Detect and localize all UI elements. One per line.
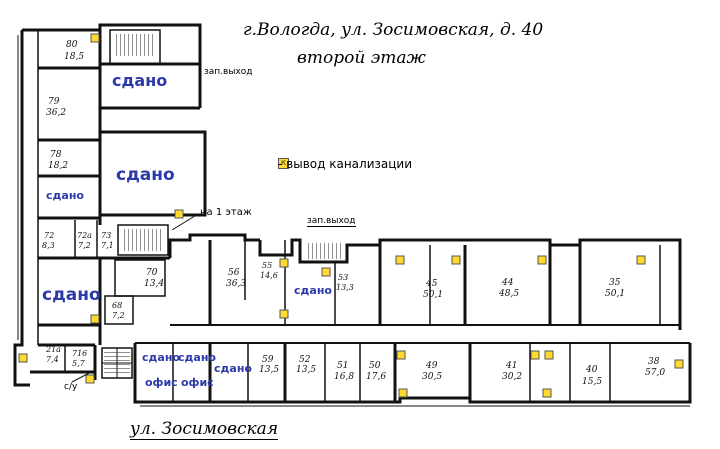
sewer-marker [636,255,646,265]
sewer-marker [542,388,552,398]
room-number: 44 [501,278,514,288]
room-area: 7,2 [78,241,91,250]
room-area: 18,2 [48,161,68,171]
room-area: 13,3 [336,283,354,292]
sewer-marker [174,209,184,219]
room-area: 13,5 [296,365,316,375]
stairs-pointer [171,213,199,231]
sewer-marker [398,388,408,398]
room-number: 49 [425,361,438,371]
room-number: 50 [369,361,381,371]
room-area: 5,7 [72,359,86,368]
legend-text: - вывод канализации [278,156,412,171]
stairwell-exit [305,243,341,259]
sewer-marker [451,255,461,265]
emergency-exit-label: зап.выход [307,216,356,227]
room-area: 36,2 [46,108,66,118]
sewer-markers [18,33,684,398]
room-area: 13,4 [144,279,164,289]
room-number: 21а [45,345,61,354]
room-area: 13,5 [259,365,279,375]
stairwell-top [115,34,155,56]
sewer-marker-icon: К [278,158,289,169]
sewer-marker [396,350,406,360]
stairwell-middle [124,229,164,251]
room-number: 53 [338,273,348,282]
room-area: 14,6 [260,271,278,280]
room-number: 52 [299,355,311,365]
rented-label: сдано [214,362,252,375]
facade-windows [17,35,690,407]
room-number: 72а [77,231,92,240]
room-area: 30,2 [502,372,522,382]
room-number: 45 [425,279,438,289]
room-number: 59 [262,355,274,365]
room-number: 70 [146,268,158,278]
sewer-marker [395,255,405,265]
sewer-marker [321,267,331,277]
emergency-exit-label: зап.выход [204,67,253,77]
stairwell-lower [104,350,130,376]
room-number: 78 [50,150,62,160]
walls-left-wing [13,23,207,387]
rented-label: сдано [116,165,175,185]
wc-pointer [71,369,96,383]
legend: К - вывод канализации [278,157,412,171]
room-area: 30,5 [422,372,442,382]
room-area: 8,3 [42,241,55,250]
room-area: 50,1 [423,290,443,300]
sewer-marker [85,374,95,384]
room-number: 35 [609,278,621,288]
room-area: 16,8 [334,372,354,382]
sewer-marker [18,353,28,363]
room-number: 51 [337,361,348,371]
walls-main-block [101,233,692,404]
room-number: 55 [262,261,272,270]
room-area: 57,0 [645,368,665,378]
sewer-marker [537,255,547,265]
office-label: офис [145,376,178,389]
room-number: 68 [112,301,122,310]
room-area: 7,2 [112,311,125,320]
street-label: ул. Зосимовская [130,419,279,440]
room-number: 79 [48,97,60,107]
rented-label: сдано [142,351,180,364]
room-area: 48,5 [498,289,519,299]
room-number: 80 [66,40,78,50]
stairs-down-label: на 1 этаж [200,207,252,218]
wc-label: с/у [64,382,78,392]
sewer-marker [279,258,289,268]
room-area: 7,4 [46,355,59,364]
room-area: 7,1 [101,241,114,250]
room-number: 72 [44,231,54,240]
room-area: 50,1 [605,289,625,299]
room-area: 36,3 [226,279,246,289]
room-number: 40 [585,365,598,375]
room-area: 15,5 [582,377,602,387]
room-area: 18,5 [64,52,84,62]
rented-label: сдано [294,284,332,297]
room-number: 56 [228,268,240,278]
room-number: 73 [101,231,111,240]
sewer-marker [530,350,540,360]
rented-label: сдано [46,189,84,202]
rented-label: сдано [112,71,167,90]
sewer-marker [674,359,684,369]
sewer-marker [90,33,100,43]
sewer-marker [90,314,100,324]
room-area: 17,6 [366,372,386,382]
room-number: 716 [72,349,87,358]
sewer-marker [279,309,289,319]
rented-label: сдано [42,285,101,305]
room-number: 38 [648,357,660,367]
room-number: 41 [505,361,517,371]
sewer-marker [544,350,554,360]
office-label: офис [181,376,214,389]
address-title: г.Вологда, ул. Зосимовская, д. 40 [243,20,544,40]
floor-title: второй этаж [297,48,426,68]
rented-label: сдано [178,351,216,364]
